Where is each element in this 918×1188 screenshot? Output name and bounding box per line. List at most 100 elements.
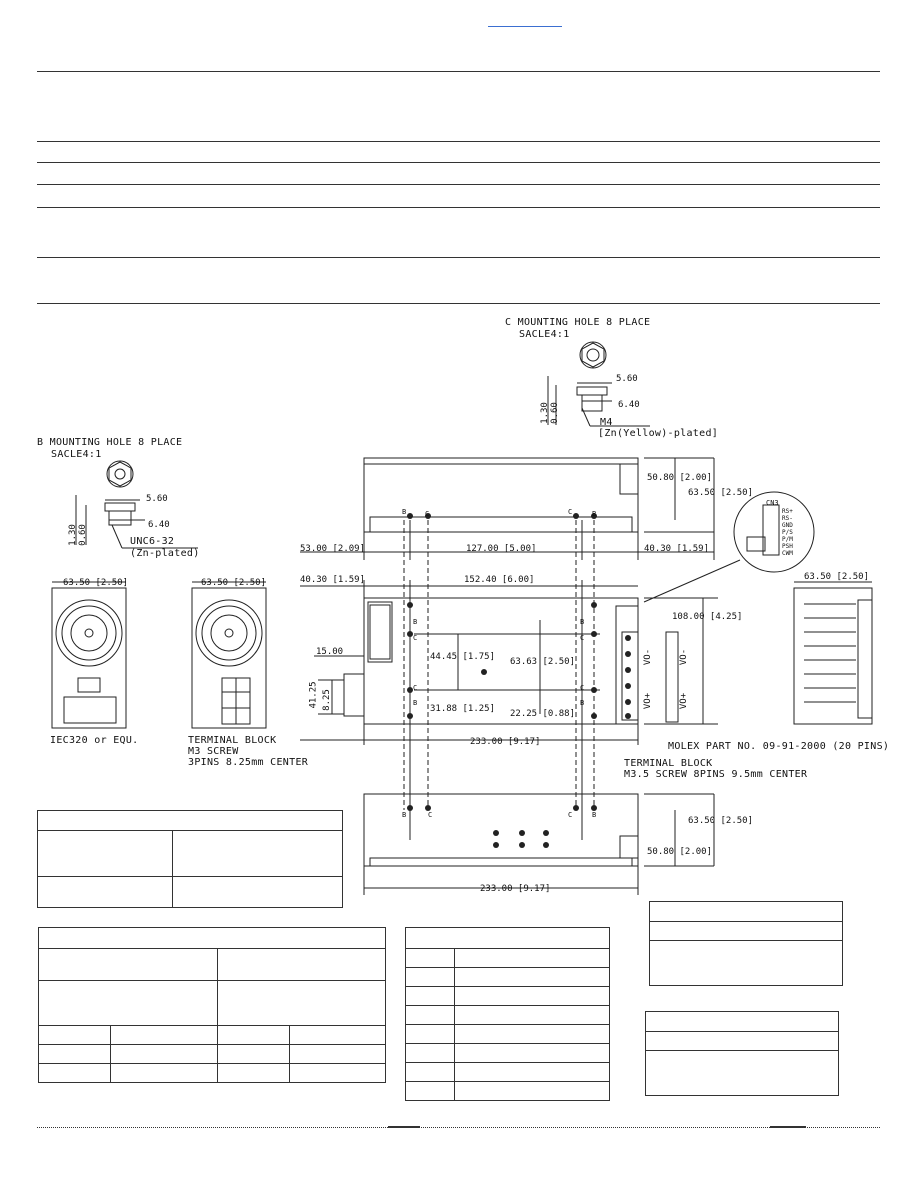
dim-825: 8.25 <box>321 689 332 711</box>
table-cell <box>405 986 455 1006</box>
table-cell <box>217 1025 290 1045</box>
hole-c-mark: C <box>413 684 418 692</box>
pin-table <box>405 927 610 1101</box>
dim-4030-left: 40.30 [1.59] <box>300 575 366 585</box>
b-hole-scale: SACLE4:1 <box>51 449 102 460</box>
hole-c-mark: C <box>413 634 418 642</box>
dim-5300: 53.00 [2.09] <box>300 544 366 554</box>
dim-4030-right: 40.30 [1.59] <box>644 544 710 554</box>
cn3-pin: RS- <box>782 515 793 522</box>
b-dim-060: 0.60 <box>77 524 88 546</box>
table-cell <box>454 1062 610 1082</box>
cn3-label: CN3 <box>766 499 779 507</box>
table-cell <box>217 1044 290 1064</box>
b-dim-640: 6.40 <box>148 520 170 530</box>
rule <box>37 207 880 208</box>
table-cell <box>405 1005 455 1025</box>
vo-plus-label: VO+ <box>643 692 654 710</box>
footer-rule <box>37 1127 880 1128</box>
spec-table-1 <box>37 810 343 908</box>
table-cell <box>454 986 610 1006</box>
footer-rule-segment <box>388 1126 420 1128</box>
vo-minus-label: VO- <box>679 648 690 666</box>
c-hole-scale: SACLE4:1 <box>519 329 570 340</box>
dim-2225: 22.25 [0.88] <box>510 709 576 719</box>
table-cell <box>37 810 343 831</box>
b-dim-unc: UNC6-32 <box>130 536 175 547</box>
hole-b-mark: B <box>402 508 407 516</box>
table-cell <box>37 830 173 877</box>
table-cell <box>645 1011 839 1032</box>
table-cell <box>38 948 218 981</box>
vo-minus-label: VO- <box>643 648 654 666</box>
header-link[interactable] <box>488 26 562 27</box>
table-cell <box>110 1025 218 1045</box>
c-dim-m4: M4 <box>600 417 613 428</box>
b-hole-title: B MOUNTING HOLE 8 PLACE <box>37 437 183 448</box>
hole-b-mark: B <box>580 699 585 707</box>
table-cell <box>110 1044 218 1064</box>
dim-10800: 108.00 [4.25] <box>672 612 743 622</box>
b-dim-130: 1.30 <box>67 524 78 546</box>
table-cell <box>110 1063 218 1083</box>
hole-c-mark: C <box>580 634 585 642</box>
dim-4125: 41.25 <box>308 681 319 709</box>
cn3-pin: RS+ <box>782 508 793 515</box>
table-cell <box>217 948 386 981</box>
table-cell <box>172 830 343 877</box>
cn3-pin: PSH <box>782 543 793 550</box>
dim-6350-bottom: 63.50 [2.50] <box>688 816 754 826</box>
right-side-view <box>793 581 873 725</box>
tb2-label1: TERMINAL BLOCK <box>624 758 713 769</box>
table-cell <box>37 876 173 908</box>
table-cell <box>454 948 610 968</box>
iec-label: IEC320 or EQU. <box>50 735 139 746</box>
tb1-label3: 3PINS 8.25mm CENTER <box>188 757 309 768</box>
hole-marks <box>407 513 631 848</box>
c-dim-560: 5.60 <box>616 374 638 384</box>
table-cell <box>289 1025 386 1045</box>
table-cell <box>405 1024 455 1044</box>
c-dim-640: 6.40 <box>618 400 640 410</box>
dim-5080-bottom: 50.80 [2.00] <box>647 847 713 857</box>
rule <box>37 303 880 304</box>
dim-3188: 31.88 [1.25] <box>430 704 496 714</box>
top-view <box>300 457 715 560</box>
b-hole-detail <box>75 460 198 549</box>
hole-b-mark: B <box>592 811 597 819</box>
b-dim-560: 5.60 <box>146 494 168 504</box>
table-cell <box>405 1081 455 1101</box>
note-table-2 <box>645 1011 839 1096</box>
spec-table-2 <box>38 927 386 1083</box>
rule <box>37 162 880 163</box>
hole-b-mark: B <box>413 699 418 707</box>
bottom-view <box>363 793 715 895</box>
c-hole-title: C MOUNTING HOLE 8 PLACE <box>505 317 651 328</box>
hole-b-mark: B <box>580 618 585 626</box>
dim-4445: 44.45 [1.75] <box>430 652 496 662</box>
table-cell <box>405 927 610 949</box>
hole-b-mark: B <box>592 510 597 518</box>
table-cell <box>645 1050 839 1096</box>
c-dim-plating: [Zn(Yellow)-plated] <box>598 428 719 439</box>
table-cell <box>645 1031 839 1051</box>
hole-b-mark: B <box>413 618 418 626</box>
table-cell <box>405 967 455 987</box>
table-cell <box>649 901 843 922</box>
cn3-pin: GND <box>782 522 793 529</box>
hole-c-mark: C <box>580 684 585 692</box>
dim-1500: 15.00 <box>316 647 344 657</box>
front-view-ac-inlet <box>51 581 127 729</box>
dim-15240: 152.40 [6.00] <box>464 575 535 585</box>
table-cell <box>454 967 610 987</box>
table-cell <box>38 1063 111 1083</box>
rule <box>37 257 880 258</box>
tb1-label2: M3 SCREW <box>188 746 239 757</box>
table-cell <box>289 1044 386 1064</box>
table-cell <box>38 1025 111 1045</box>
table-cell <box>649 940 843 986</box>
dim-12700: 127.00 [5.00] <box>466 544 537 554</box>
tb1-label1: TERMINAL BLOCK <box>188 735 277 746</box>
rule <box>37 184 880 185</box>
footer-rule-segment <box>770 1126 806 1128</box>
